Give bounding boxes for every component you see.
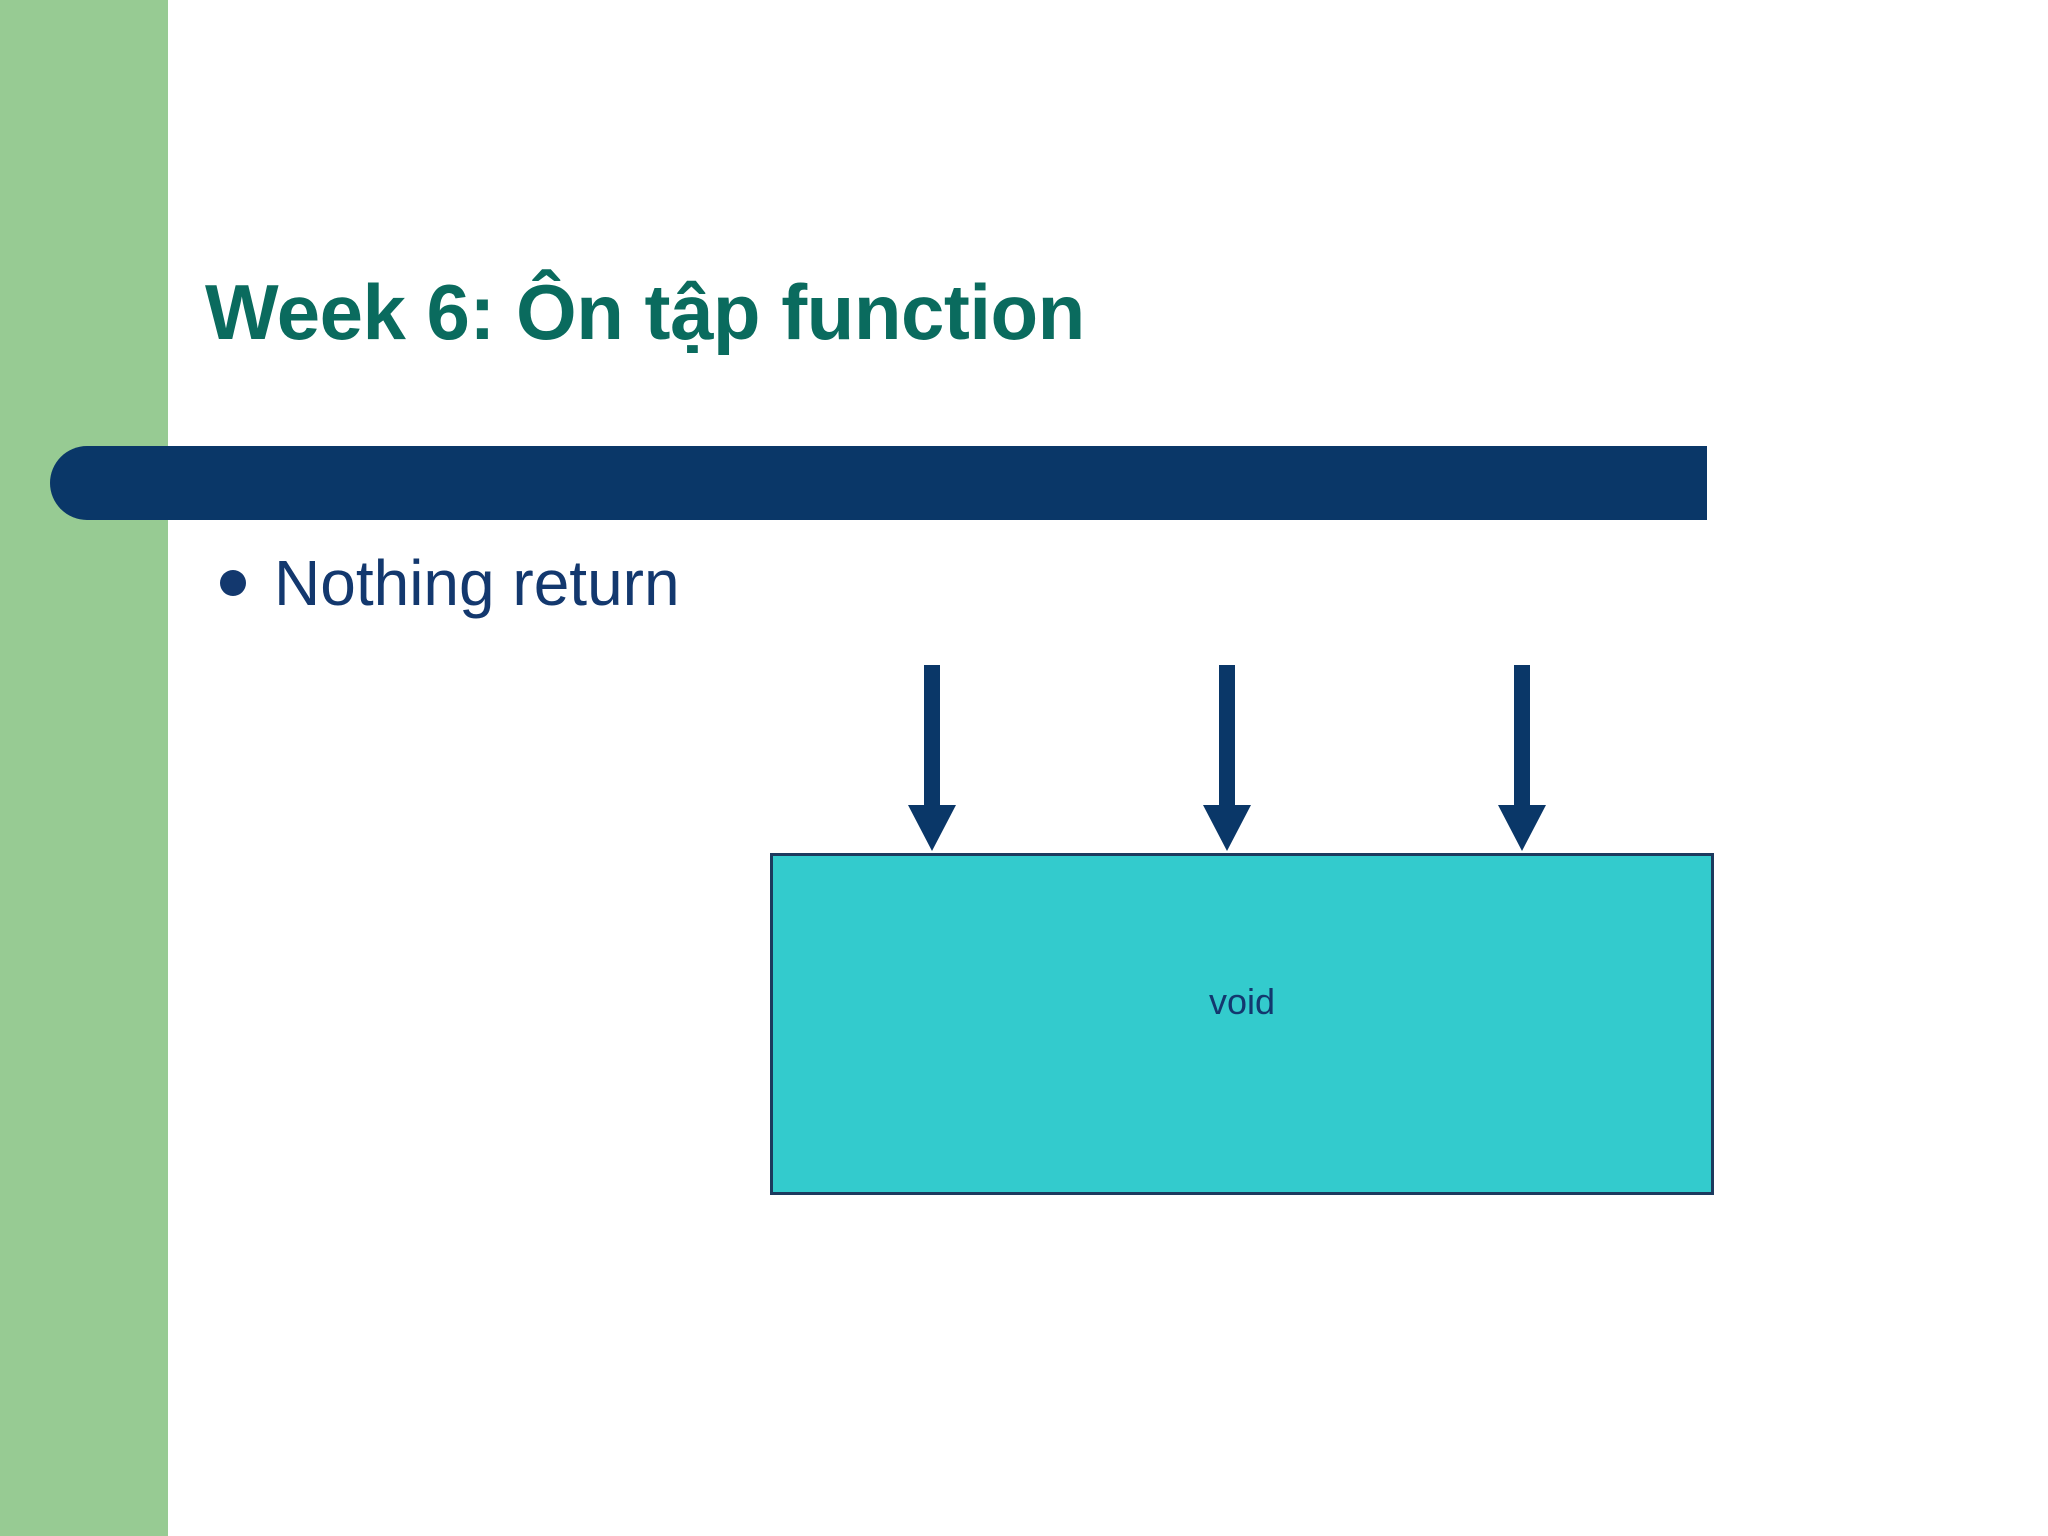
list-item: Nothing return [220,548,680,618]
function-body-label: void [1208,981,1276,1022]
bullet-dot-icon [220,570,246,597]
title-divider-bar [50,446,1707,520]
bullet-item-label: Nothing return [274,547,680,619]
arrow-down-icon-2 [1195,665,1259,851]
page-title: Week 6: Ôn tập function [205,268,1085,356]
arrow-down-icon-3 [1490,665,1554,851]
function-body-box: void [770,853,1714,1195]
arrow-down-icon-1 [900,665,964,851]
left-green-band [0,0,168,1536]
